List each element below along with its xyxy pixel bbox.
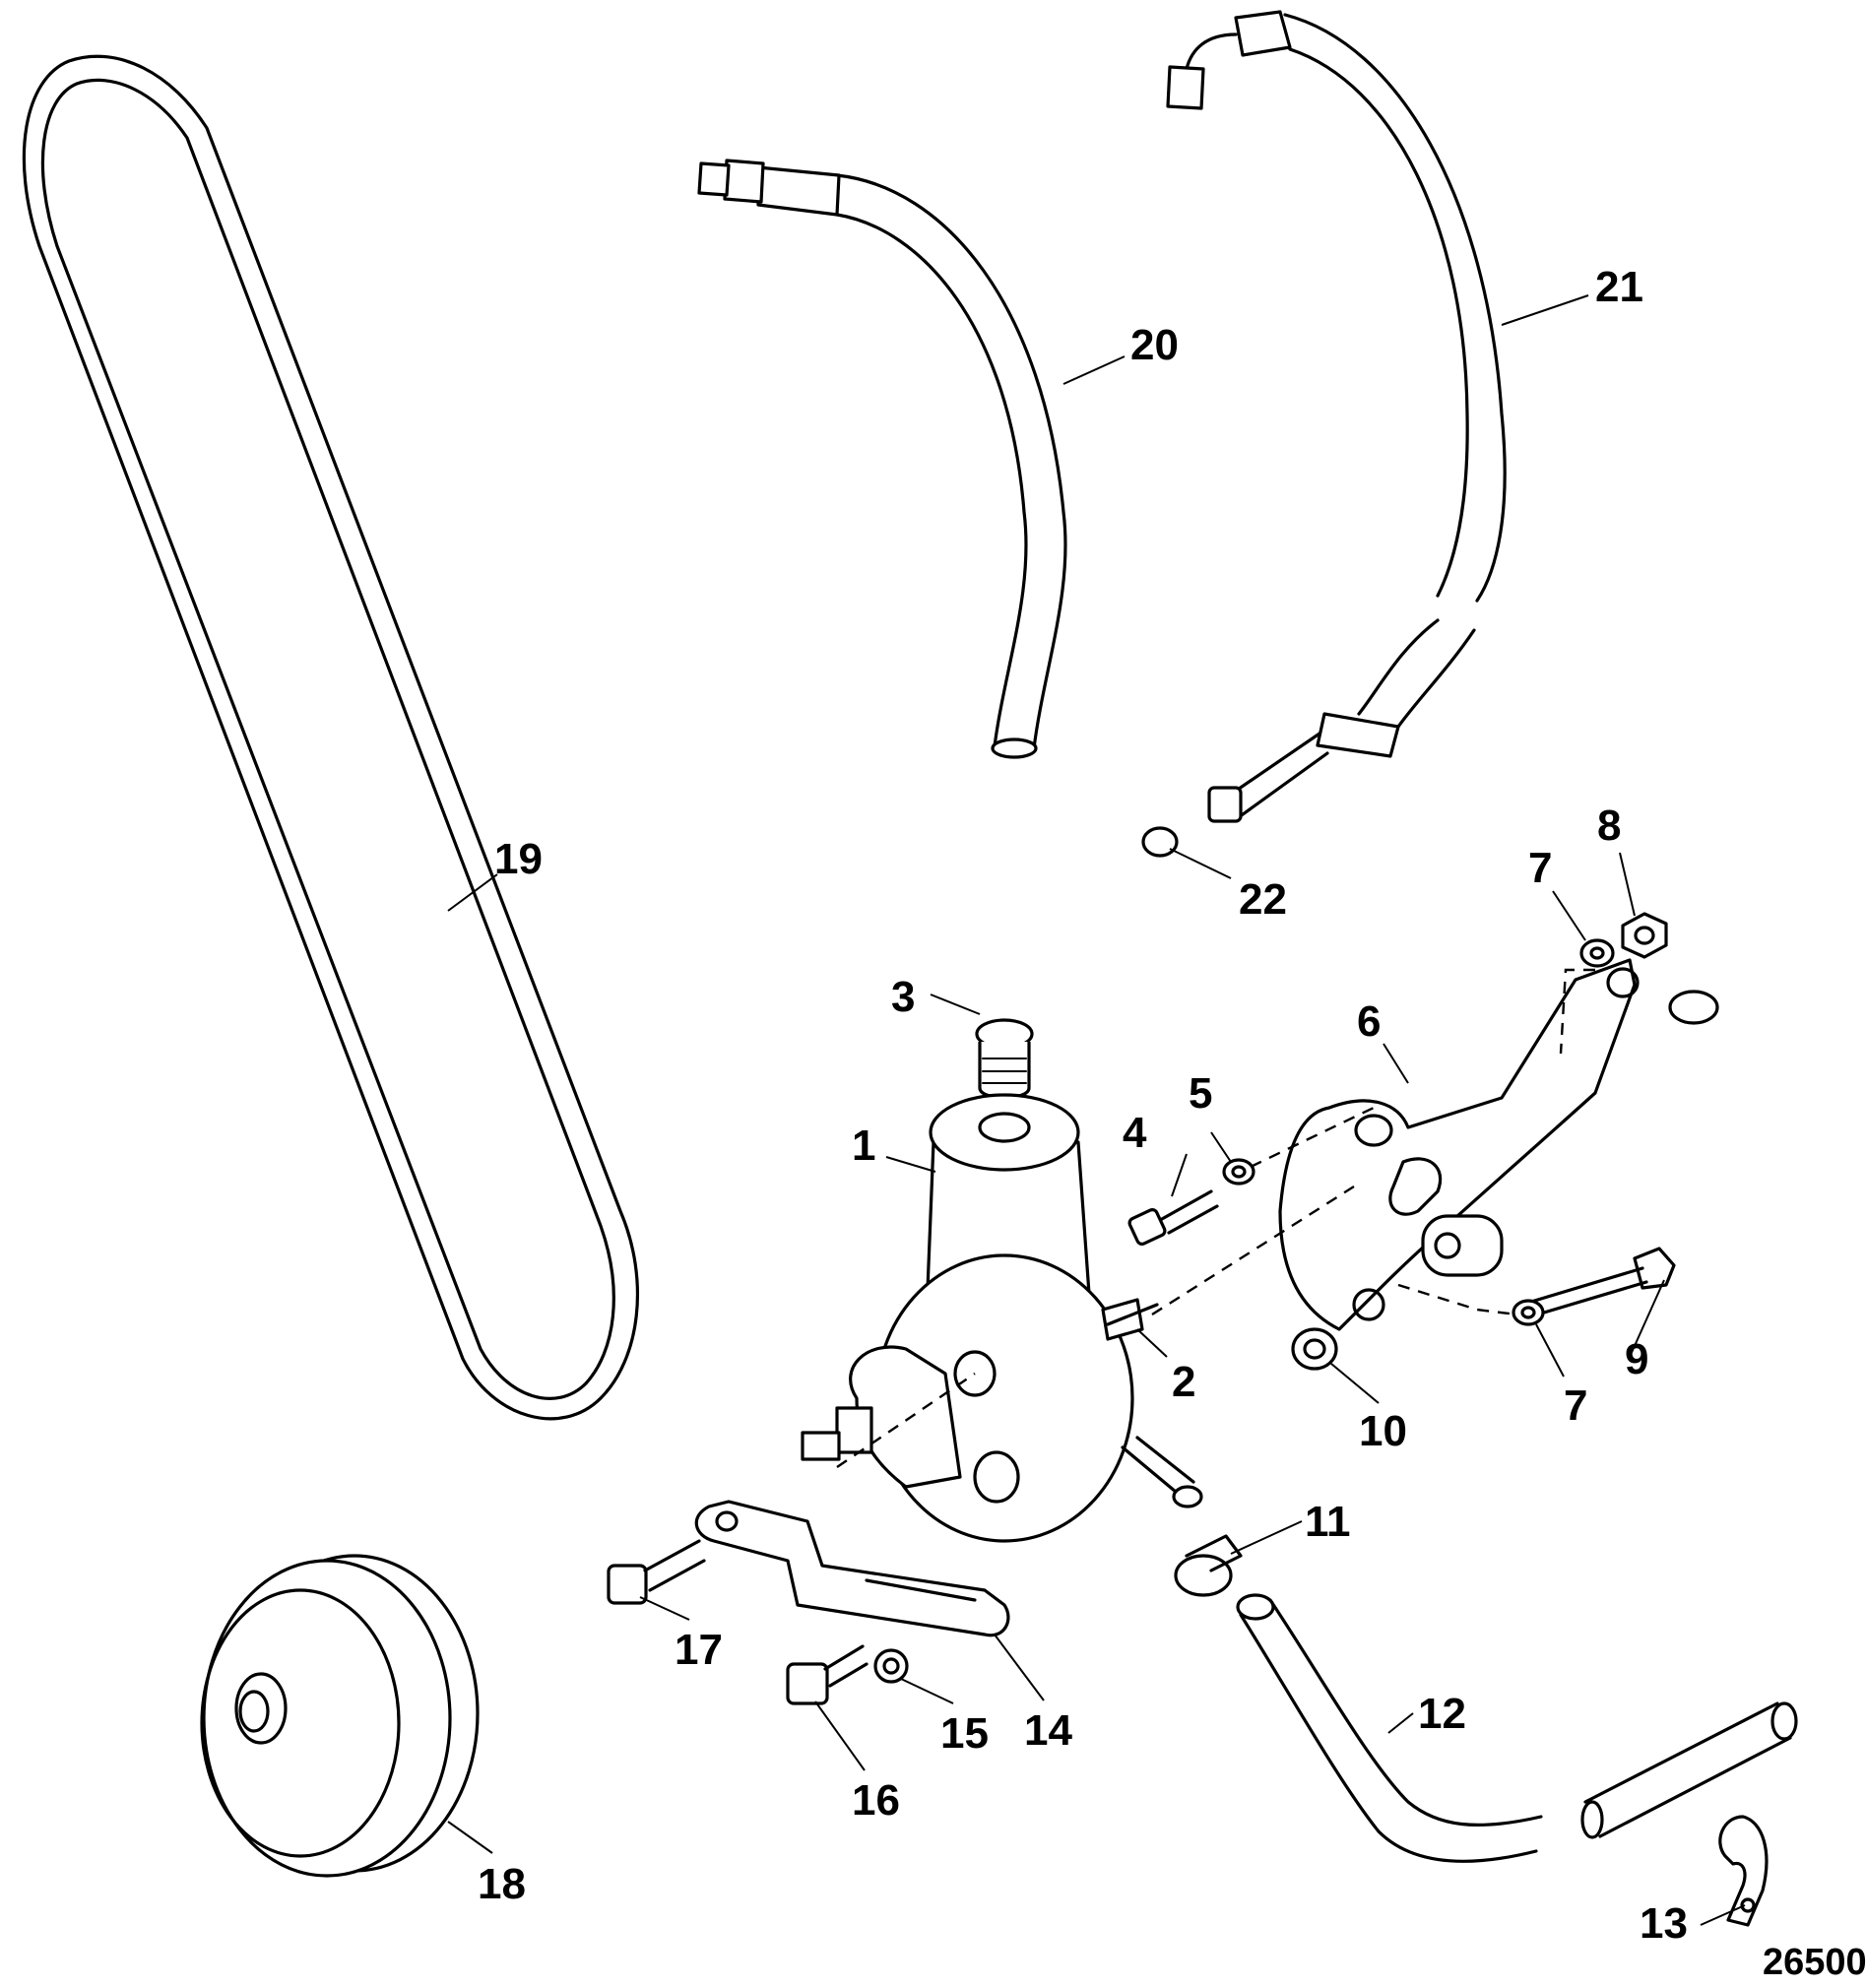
nut-8 [1621,912,1668,959]
callout-10: 10 [1359,1407,1407,1455]
callout-6: 6 [1357,997,1381,1046]
callout-15: 15 [940,1709,989,1758]
callout-20: 20 [1130,321,1179,369]
callout-9: 9 [1625,1335,1648,1383]
washer-15 [873,1648,909,1684]
callout-13: 13 [1640,1899,1688,1948]
spacer-10 [1291,1327,1338,1371]
callout-11: 11 [1305,1498,1351,1546]
callout-labels: 1 2 3 4 5 6 7 8 9 7 10 11 12 13 14 15 16… [478,263,1866,1983]
callout-18: 18 [478,1860,526,1908]
fill-plug-3 [975,1018,1034,1100]
callout-19: 19 [494,835,543,883]
callout-7-lower: 7 [1564,1381,1587,1430]
callout-8: 8 [1597,802,1621,850]
leader-lines [447,294,1746,1926]
pulley-18 [200,1554,480,1878]
callout-4: 4 [1123,1109,1147,1157]
assembly-lines [836,968,1595,1468]
bolt-9 [1529,1247,1676,1317]
figure-id: 26500 [1763,1942,1866,1983]
callout-12: 12 [1418,1690,1466,1738]
brace-14 [694,1500,1010,1637]
callout-22: 22 [1239,875,1287,924]
callout-1: 1 [852,1122,875,1170]
stud-2 [1106,1303,1159,1326]
washer-7-lower [1512,1299,1545,1326]
bracket-6 [1278,958,1719,1331]
hose-20 [697,159,1067,759]
washer-7-upper [1579,938,1615,968]
pump-1 [801,1093,1203,1543]
callout-14: 14 [1024,1706,1072,1755]
bolt-17 [607,1539,706,1605]
washer-5 [1222,1158,1255,1186]
callout-16: 16 [852,1776,900,1825]
callout-2: 2 [1172,1358,1195,1406]
callout-3: 3 [891,973,915,1021]
callout-17: 17 [675,1626,723,1674]
hose-12 [1236,1593,1798,1864]
bolt-4 [1127,1189,1219,1246]
callout-5: 5 [1189,1069,1212,1118]
drive-belt-19 [22,54,640,1421]
callout-21: 21 [1595,263,1643,311]
hose-clamp-11 [1174,1534,1243,1597]
bolt-16 [786,1644,869,1705]
o-ring-22 [1141,826,1179,858]
callout-7-upper: 7 [1528,844,1552,892]
hose-21 [1166,10,1507,823]
clip-13 [1718,1815,1769,1927]
